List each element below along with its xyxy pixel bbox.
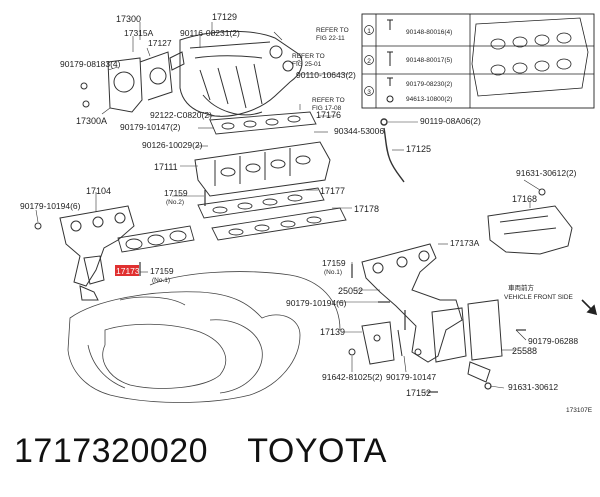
tube-17125 [380, 118, 405, 183]
label-17300a: 17300A [76, 116, 107, 126]
label-92122-c0820: 92122-C0820(2) [150, 110, 212, 120]
label-91631-30612: 91631-30612(2) [516, 168, 577, 178]
label-90179-06288: 90179-06288 [528, 336, 578, 346]
engine-block [67, 271, 341, 403]
highlight-17173-box [115, 265, 139, 276]
legend-row-3-part-b: 94613-10800(2) [406, 96, 452, 103]
part-number-caption: 1717320020 TOYOTA [14, 432, 387, 470]
label-refer-22-11: REFER TO [316, 27, 349, 34]
label-17178: 17178 [354, 204, 379, 214]
bracket-17139 [348, 321, 422, 365]
label-91642-81025: 91642-81025(2) [322, 372, 383, 382]
gasket-17177 [197, 187, 325, 219]
label-17168: 17168 [512, 194, 537, 204]
label-17176: 17176 [316, 110, 341, 120]
label-90179-10194-a: 90179-10194(6) [20, 201, 81, 211]
intake-manifold-17129 [169, 31, 303, 117]
label-17159-b: 17159 [150, 266, 174, 276]
parts-diagram: 1 2 3 90148-80016(4) 90148-80017(5) 9017… [20, 12, 598, 414]
label-90126-10029: 90126-10029(2) [142, 140, 203, 150]
label-vehicle-front-en: VEHICLE FRONT SIDE [504, 294, 574, 301]
label-17173a: 17173A [450, 238, 480, 248]
legend-row-1-part-a: 90148-80016(4) [406, 29, 452, 36]
legend-row-1-marker: 1 [367, 28, 371, 35]
label-17111: 17111 [154, 162, 178, 172]
label-17104: 17104 [86, 186, 111, 196]
label-refer-17-08: REFER TO [312, 97, 345, 104]
label-17315a: 17315A [124, 28, 154, 38]
label-17300: 17300 [116, 14, 141, 24]
legend-row-3-marker: 3 [367, 89, 371, 96]
label-refer-25-01-fig: FIG 25-01 [292, 61, 322, 68]
throttle-adapter-17300 [80, 51, 173, 113]
label-17173-highlighted: 17173 [116, 266, 140, 276]
label-refer-25-01: REFER TO [292, 53, 325, 60]
exhaust-manifold-right [361, 243, 503, 383]
label-90179-10147-b: 90179-10147 [386, 372, 436, 382]
bolt-icon [386, 19, 394, 103]
studs-and-bolts [139, 190, 526, 393]
leader-lines [35, 22, 541, 393]
gasket-17173 [117, 225, 195, 253]
label-17159-a: 17159 [164, 188, 188, 198]
label-17129: 17129 [212, 12, 237, 22]
exhaust-manifold-17104 [34, 205, 135, 301]
label-17125: 17125 [406, 144, 431, 154]
vehicle-front-arrow [581, 299, 598, 316]
label-90179-10147-a: 90179-10147(2) [120, 122, 181, 132]
label-refer-17-08-fig: FIG 17-08 [312, 105, 342, 112]
label-17127: 17127 [148, 38, 172, 48]
gasket-17178 [211, 207, 347, 241]
label-refer-22-11-fig: FIG 22-11 [316, 35, 345, 42]
gasket-thumbnail [471, 17, 589, 97]
label-vehicle-front-cn: 車両前方 [508, 283, 535, 292]
legend-row-1-part-b: 90148-80017(5) [406, 57, 452, 64]
label-90179-10194-b: 90179-10194(6) [286, 298, 347, 308]
figure-code: 173107E [566, 407, 593, 414]
gasket-17176 [209, 111, 317, 135]
label-17159-c: 17159 [322, 258, 346, 268]
label-25588: 25588 [512, 346, 537, 356]
label-17159-b-no: (No.1) [152, 277, 170, 284]
label-90119-08a06: 90119-08A06(2) [420, 116, 481, 126]
label-17159-c-no: (No.1) [324, 269, 342, 276]
label-90116-08231: 90116-08231(2) [180, 28, 240, 38]
label-90110-10643: 90110-10643(2) [296, 70, 356, 80]
legend-row-3-part-a: 90179-08230(2) [406, 81, 452, 88]
label-17139: 17139 [320, 327, 345, 337]
heat-insulator-17168 [487, 188, 573, 255]
label-17152: 17152 [406, 388, 431, 398]
bolt-legend-table: 1 2 3 90148-80016(4) 90148-80017(5) 9017… [361, 13, 595, 109]
label-90179-08183: 90179-08183(4) [60, 59, 121, 69]
label-90344-53006: 90344-53006 [334, 126, 384, 136]
label-17159-a-no: (No.2) [166, 199, 184, 206]
label-91631-30612-b: 91631-30612 [508, 382, 558, 392]
intake-manifold-lower-17111 [194, 141, 331, 197]
part-labels: 17300 17315A 17127 17129 90116-08231(2) … [20, 12, 593, 414]
label-25052: 25052 [338, 286, 363, 296]
label-17177: 17177 [320, 186, 345, 196]
legend-row-2-marker: 2 [367, 58, 371, 65]
